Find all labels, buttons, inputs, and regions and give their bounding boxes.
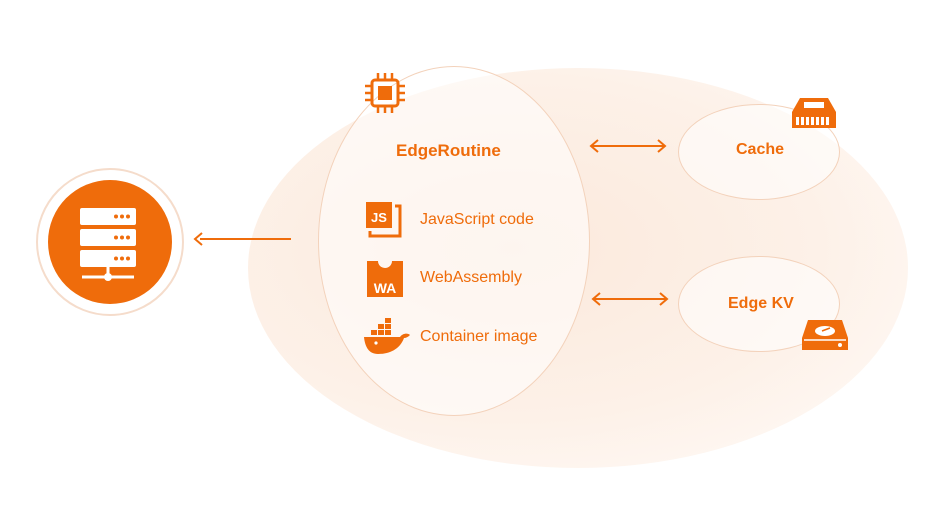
arrow-to-server [193,232,291,246]
arrow-edgeroutine-kv [591,292,669,306]
wa-badge-text: WA [374,280,397,296]
edgeroutine-ellipse [318,66,590,416]
edgeroutine-title: EdgeRoutine [396,141,501,160]
webassembly-label: WebAssembly [420,269,522,286]
webassembly-icon: WA [367,261,403,297]
server-icon [80,208,136,281]
server-node [48,180,172,304]
container-image-label: Container image [420,328,538,345]
edge-kv-label: Edge KV [728,295,794,312]
javascript-code-label: JavaScript code [420,211,534,228]
memory-module-icon [792,98,836,128]
js-file-icon: JS [366,202,402,238]
js-badge-text: JS [371,210,387,225]
arrow-edgeroutine-cache [589,139,667,153]
docker-whale-icon [364,318,410,354]
hard-drive-icon [802,320,848,350]
cpu-chip-icon [365,73,405,113]
cache-label: Cache [736,141,785,158]
